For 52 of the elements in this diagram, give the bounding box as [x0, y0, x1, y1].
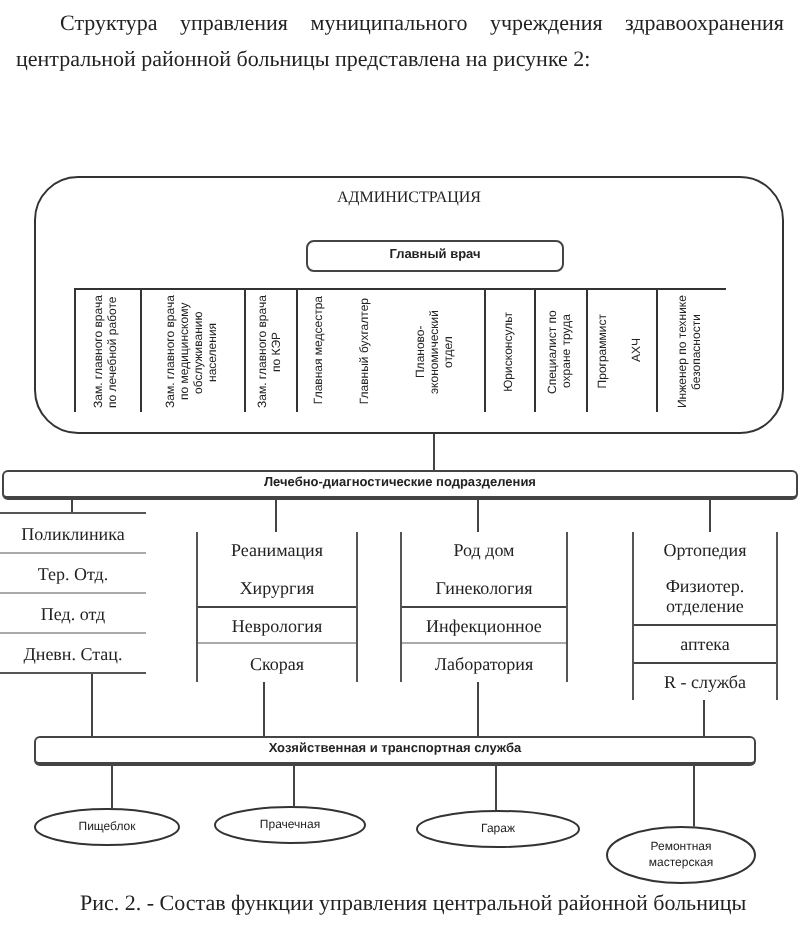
position-box — [306, 240, 564, 272]
cell-label: Неврология — [231, 615, 323, 635]
cell-label: Реанимация — [230, 540, 324, 561]
connector-line — [477, 499, 479, 533]
cell-label: Дневн. Стац. — [23, 643, 123, 663]
cell-label: Инфекционное — [426, 615, 542, 635]
department-column — [400, 532, 568, 682]
cell-label: Род дом — [453, 540, 515, 561]
table-column — [74, 288, 140, 412]
cell-label: Хирургия — [239, 577, 315, 598]
connector-line — [275, 499, 277, 533]
connector-line — [693, 765, 695, 828]
connector-line — [91, 673, 93, 737]
department-column — [196, 532, 358, 682]
connector-line — [263, 681, 265, 737]
service-ellipse — [34, 808, 180, 846]
cell-label: Скорая — [249, 653, 305, 673]
panel-title: АДМИНИСТРАЦИЯ — [337, 188, 481, 208]
table-column — [296, 288, 342, 412]
cell-label: Ортопедия — [663, 540, 747, 560]
connector-line — [703, 699, 705, 737]
department-bar — [34, 736, 756, 766]
intro-paragraph: Структура управления муниципального учреждения здравоохранения центральной районной больницы представлена на рисунке 2: — [16, 10, 784, 76]
connector-line — [709, 499, 711, 533]
cell-label: Лаборатория — [434, 653, 534, 673]
table-column — [586, 288, 622, 412]
department-column — [632, 532, 778, 700]
cell-label: Физиотер. отделение — [663, 576, 747, 616]
cell-label: Поликлиника — [21, 523, 125, 543]
connector-line — [71, 499, 73, 513]
cell-label: аптека — [680, 634, 730, 654]
service-ellipse — [416, 810, 580, 848]
cell-label: Гинекология — [435, 577, 533, 598]
connector-line — [433, 433, 435, 471]
cell-label: R - служба — [663, 672, 747, 692]
cell-label: Тер. Отд. — [37, 563, 109, 583]
service-ellipse — [214, 806, 366, 844]
department-bar — [2, 470, 798, 500]
connector-line — [111, 765, 113, 810]
cell-label: Пед. отд — [40, 603, 106, 623]
service-ellipse — [606, 826, 756, 884]
connector-line — [293, 765, 295, 808]
table-column — [244, 288, 296, 412]
connector-line — [495, 765, 497, 811]
table-column — [484, 288, 534, 412]
figure-caption: Рис. 2. - Состав функции управления центральной районной больницы — [80, 892, 747, 918]
table-column — [140, 288, 244, 412]
connector-line — [477, 681, 479, 737]
table-column — [534, 288, 586, 412]
administration-panel — [34, 176, 784, 434]
department-column — [0, 512, 146, 674]
table-column — [656, 288, 726, 412]
